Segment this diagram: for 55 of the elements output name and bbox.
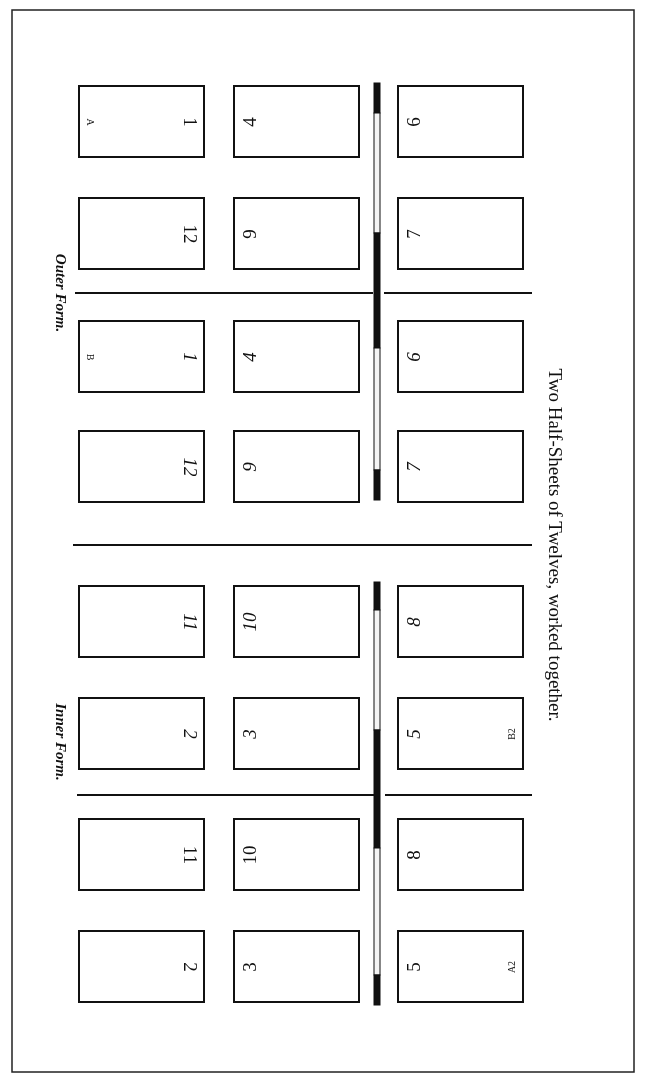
signature-mark: B2 bbox=[507, 727, 517, 740]
page-box bbox=[397, 85, 524, 158]
signature-mark: A bbox=[85, 117, 95, 126]
page-box bbox=[78, 320, 205, 393]
page-box bbox=[233, 930, 360, 1003]
page-number: 7 bbox=[403, 228, 423, 239]
page-number: 4 bbox=[239, 351, 259, 362]
signature-mark: B bbox=[85, 353, 95, 360]
page-number: 11 bbox=[180, 845, 200, 864]
page-number: 10 bbox=[239, 612, 259, 631]
title: Two Half-Sheets of Twelves, worked together. bbox=[545, 368, 565, 722]
page-box bbox=[78, 930, 205, 1003]
page-number: 10 bbox=[239, 845, 259, 864]
page-box bbox=[233, 585, 360, 658]
page-box bbox=[233, 818, 360, 891]
page-box bbox=[397, 197, 524, 270]
page-number: 6 bbox=[403, 351, 423, 362]
page-number: 8 bbox=[403, 616, 423, 627]
page-number: 4 bbox=[239, 116, 259, 127]
page-number: 9 bbox=[239, 461, 259, 472]
page-number: 12 bbox=[180, 457, 200, 476]
page-number: 3 bbox=[239, 961, 259, 972]
page-box bbox=[397, 585, 524, 658]
page-number: 12 bbox=[180, 224, 200, 243]
page-box bbox=[233, 197, 360, 270]
form-label: Outer Form. bbox=[52, 253, 68, 333]
page-number: 7 bbox=[403, 461, 423, 472]
page-box bbox=[233, 85, 360, 158]
page-box bbox=[233, 430, 360, 503]
page-number: 1 bbox=[180, 351, 200, 362]
page-number: 9 bbox=[239, 228, 259, 239]
page-box bbox=[397, 320, 524, 393]
page-number: 11 bbox=[180, 612, 200, 631]
page-number: 5 bbox=[403, 961, 423, 972]
signature-mark: A2 bbox=[507, 960, 517, 973]
page-number: 6 bbox=[403, 116, 423, 127]
page-number: 2 bbox=[180, 961, 200, 972]
page-box bbox=[78, 430, 205, 503]
page-box bbox=[233, 320, 360, 393]
page-box bbox=[78, 818, 205, 891]
page-box bbox=[397, 930, 524, 1003]
page-box bbox=[233, 697, 360, 770]
page-number: 8 bbox=[403, 849, 423, 860]
form-label: Inner Form. bbox=[52, 703, 68, 781]
page-number: 1 bbox=[180, 116, 200, 127]
page-number: 2 bbox=[180, 728, 200, 739]
page-box bbox=[78, 85, 205, 158]
page-number: 3 bbox=[239, 728, 259, 739]
page-box bbox=[78, 585, 205, 658]
page-number: 5 bbox=[403, 728, 423, 739]
page-box bbox=[78, 197, 205, 270]
page-box bbox=[78, 697, 205, 770]
page-box bbox=[397, 430, 524, 503]
page-box bbox=[397, 697, 524, 770]
page-box bbox=[397, 818, 524, 891]
